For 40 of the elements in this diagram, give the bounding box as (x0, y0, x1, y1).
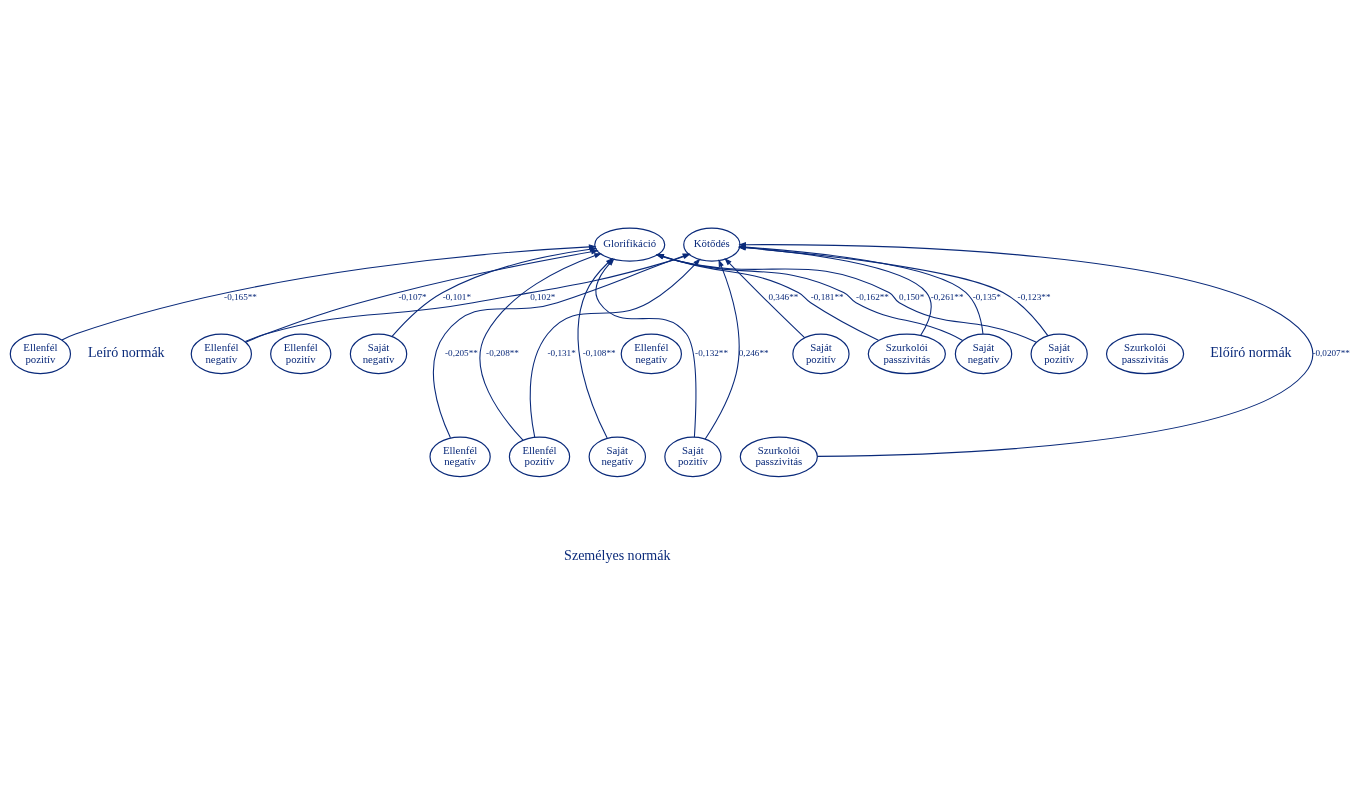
node-ellipse: Saját negatív (349, 333, 408, 375)
arrow (479, 253, 602, 441)
node-ellipse: Saját negatív (954, 333, 1013, 375)
edge-label: 0,246** (738, 348, 769, 359)
node-ellipse: Szurkolói passzivitás (1105, 333, 1185, 375)
node-ellipse: Ellenfél pozitív (508, 436, 571, 478)
edge-label: -0,101* (442, 291, 472, 302)
node-ellipse: Saját pozitív (792, 333, 850, 375)
edge-label: 0,102* (530, 291, 556, 302)
label: Előíró normák (1210, 344, 1292, 361)
node-ellipse: Ellenfél negatív (620, 333, 683, 375)
arrow (724, 258, 806, 339)
edge-label: -0,107* (398, 291, 427, 302)
edge-label: -0,0207** (1312, 348, 1350, 359)
label: Leíró normák (87, 344, 165, 361)
edge-label: -0,135* (972, 291, 1001, 302)
edge-label: -0,108** (582, 348, 616, 359)
node-ellipse: Szurkolói passzivitás (867, 333, 946, 375)
arrow (704, 259, 740, 440)
node-ellipse: Ellenfél negatív (429, 436, 491, 478)
edge-label: -0,123** (1017, 291, 1051, 302)
node-ellipse: Ellenfél negatív (190, 333, 253, 375)
edge-label: -0,181** (810, 291, 844, 302)
label: Személyes normák (564, 546, 671, 563)
edge-label: -0,261** (930, 291, 964, 302)
edge-label: -0,205** (445, 348, 478, 359)
node-ellipse: Saját pozitív (664, 436, 722, 478)
node-ellipse: Ellenfél pozitív (9, 333, 72, 375)
edge-label: -0,165** (224, 291, 257, 302)
edge-label: -0,162** (856, 291, 889, 302)
node-ellipse: Ellenfél pozitív (270, 333, 332, 375)
node-ellipse: Szurkolói passzivitás (739, 436, 818, 478)
node-ellipse: Saját negatív (588, 436, 647, 478)
edge-label: -0,131* (547, 348, 576, 359)
node-ellipse: Saját pozitív (1030, 333, 1088, 375)
edge-label: -0,208** (486, 348, 519, 359)
edge-label: 0,346** (768, 291, 799, 302)
arrow (245, 249, 599, 343)
edge-label: -0,132** (695, 348, 728, 359)
edge-label: 0,150* (899, 291, 925, 302)
